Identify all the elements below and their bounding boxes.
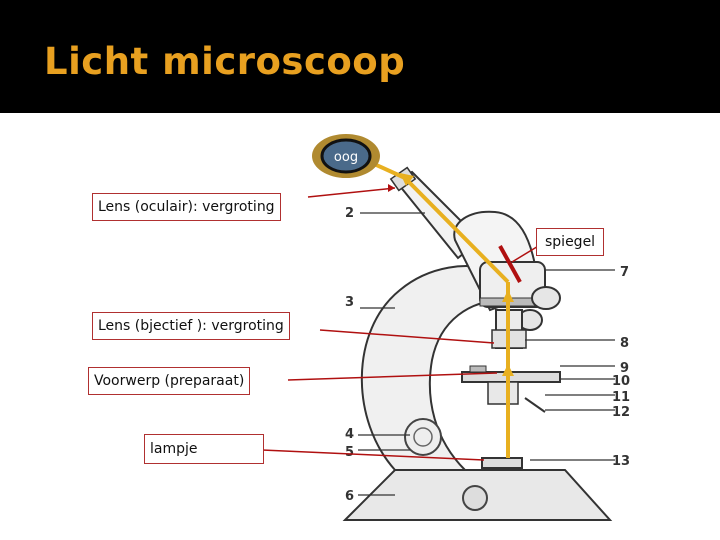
callout-lines (261, 187, 541, 461)
part-number: 8 (620, 336, 629, 351)
lamp (481, 457, 523, 469)
coarse-knob (531, 286, 561, 310)
part-number: 13 (612, 454, 630, 469)
part-number: 6 (345, 489, 354, 504)
part-number: 2 (345, 206, 354, 221)
part-number: 4 (345, 427, 354, 442)
light-arrow-objective (502, 290, 514, 302)
part-number: 7 (620, 265, 629, 280)
base-knob (462, 485, 488, 511)
slide-title: Licht microscoop (44, 40, 406, 83)
label-lampje: lampje (144, 434, 264, 464)
label-voorwerp: Voorwerp (preparaat) (88, 367, 251, 395)
oog-label: oog (334, 150, 358, 165)
part-number: 10 (612, 374, 630, 389)
part-number: 11 (612, 390, 630, 405)
part-number: 5 (345, 445, 354, 460)
light-arrow-eyepiece (400, 173, 414, 186)
light-arrow-lamp (502, 364, 514, 376)
part-number: 9 (620, 361, 629, 376)
part-number: 3 (345, 295, 354, 310)
mirror-line (498, 245, 522, 283)
eye-inner (320, 138, 372, 174)
label-oculair: Lens (oculair): vergroting (92, 193, 281, 221)
part-number: 12 (612, 405, 630, 420)
label-objectief: Lens (bjectief ): vergroting (92, 312, 290, 340)
label-spiegel: spiegel (536, 228, 605, 256)
focus-knob (404, 418, 442, 456)
